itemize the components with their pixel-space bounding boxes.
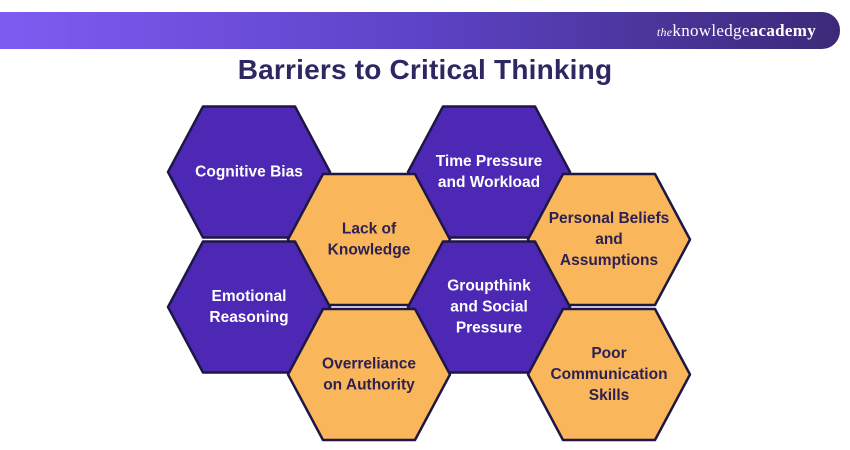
- logo-the: the: [656, 25, 673, 39]
- hexagon-shape-poor-communication-skills: [526, 307, 692, 442]
- hexagon-cognitive-bias: Cognitive Bias: [166, 105, 332, 239]
- header-bar: theknowledgeacademy: [0, 12, 840, 49]
- hexagon-shape-cognitive-bias: [166, 105, 332, 239]
- hexagon-shape-emotional-reasoning: [166, 240, 332, 374]
- logo-academy: academy: [749, 21, 816, 40]
- page-title: Barriers to Critical Thinking: [237, 54, 613, 85]
- hexagon-shape-overreliance-on-authority: [286, 307, 452, 442]
- hexagon-label-cognitive-bias: Cognitive Bias: [195, 164, 303, 181]
- brand-logo: theknowledgeacademy: [657, 22, 816, 39]
- logo-knowledge: knowledge: [672, 21, 750, 40]
